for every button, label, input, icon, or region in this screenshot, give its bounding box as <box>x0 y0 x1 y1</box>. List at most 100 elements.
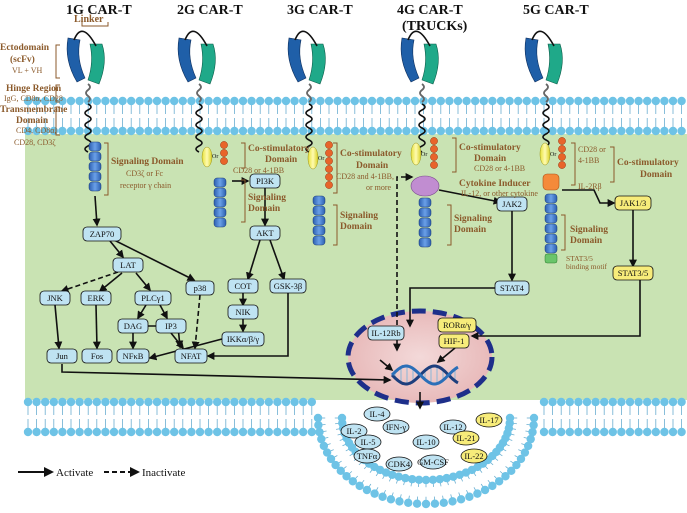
cytokine-inducer-icon <box>410 175 440 197</box>
stat-motif-icon <box>544 253 558 264</box>
label-cd28-2g: CD28 or 4-1BB <box>233 166 284 175</box>
scfv-icon: Or <box>400 30 440 248</box>
label-domain2-5g: Domain <box>570 236 603 246</box>
header-5g: 5G CAR-T <box>523 3 589 18</box>
svg-text:IL-22: IL-22 <box>464 451 483 461</box>
node-dag: DAG <box>117 318 149 334</box>
svg-text:IFN-γ: IFN-γ <box>386 422 407 432</box>
svg-text:Jun: Jun <box>56 351 69 361</box>
node-stat35: STAT3/5 <box>612 265 654 281</box>
svg-text:JAK2: JAK2 <box>502 199 522 209</box>
label-costim-5g: Co-stimulatory <box>617 158 679 168</box>
cytokine-il17: IL-17 <box>475 412 503 428</box>
label-cd28-3g: CD28 and 4-1BB, <box>336 172 394 181</box>
label-cd28-5g-b: 4-1BB <box>578 156 599 165</box>
cytokine-il5: IL-5 <box>354 434 382 450</box>
label-signaling-4g: Signaling <box>454 214 492 224</box>
cytokine-il22: IL-22 <box>460 448 488 464</box>
svg-text:Fos: Fos <box>91 351 103 361</box>
node-pi3k: PI3K <box>249 173 281 189</box>
label-costim-4g: Co-stimulatory <box>459 143 521 153</box>
cytokine-il21: IL-21 <box>452 430 480 446</box>
label-cd28-5g-a: CD28 or <box>578 145 606 154</box>
header-4g: 4G CAR-T <box>397 3 463 18</box>
legend-inactivate: Inactivate <box>142 467 185 479</box>
svg-text:GM-CSF: GM-CSF <box>417 457 449 467</box>
svg-text:PI3K: PI3K <box>256 176 275 186</box>
label-scfv: (scFv) <box>10 54 35 65</box>
node-lat: LAT <box>112 257 144 273</box>
cytokine-gmcsf: GM-CSF <box>417 454 449 470</box>
label-il12: IL-12, or other cytokine <box>461 189 538 198</box>
cytokine-cdk4: CDK4 <box>385 456 413 472</box>
label-costim-2g: Co-stimulatory <box>248 144 310 154</box>
label-domain: Domain <box>16 116 49 126</box>
svg-text:DAG: DAG <box>124 321 142 331</box>
label-cytokine-inducer: Cytokine Inducer <box>459 179 531 189</box>
node-zap70: ZAP70 <box>82 226 122 242</box>
node-rorgt: RORα/γ <box>437 317 477 333</box>
label-domain-5g: Domain <box>640 170 673 180</box>
node-erk: ERK <box>80 290 112 306</box>
label-transmembrane: Transmembrane <box>0 105 67 115</box>
il2rb-icon <box>542 173 560 191</box>
svg-text:HIF-1: HIF-1 <box>444 336 465 346</box>
label-hinge: Hinge Region <box>6 84 62 94</box>
scfv-icon: Or <box>287 30 333 246</box>
label-domain2-2g: Domain <box>248 204 281 214</box>
svg-text:STAT3/5: STAT3/5 <box>618 268 649 278</box>
svg-text:IL-12Rb: IL-12Rb <box>371 328 400 338</box>
node-nfkb: NFκB <box>116 348 150 364</box>
node-akt: AKT <box>249 225 281 241</box>
label-vl-vh: VL + VH <box>12 66 43 75</box>
node-jak13: JAK1/3 <box>614 195 652 211</box>
label-stat-motif-1: STAT3/5 <box>566 254 593 263</box>
svg-text:CDK4: CDK4 <box>388 459 411 469</box>
signal-arrows <box>54 173 641 410</box>
scfv-icon: Or <box>524 30 566 264</box>
domain-labels: Ectodomain (scFv) VL + VH Linker Hinge R… <box>0 14 679 271</box>
label-tm-sub1: CD4, CD8α, <box>16 126 56 135</box>
node-hif1: HIF-1 <box>438 333 470 349</box>
or-label: Or <box>421 152 427 158</box>
node-jnk: JNK <box>39 290 71 306</box>
svg-text:COT: COT <box>235 281 253 291</box>
svg-text:AKT: AKT <box>256 228 274 238</box>
legend-activate: Activate <box>56 467 93 479</box>
svg-text:NFAT: NFAT <box>181 351 202 361</box>
svg-text:IKKα/β/γ: IKKα/β/γ <box>227 334 260 344</box>
header-1g: 1G CAR-T <box>66 3 132 18</box>
header-2g: 2G CAR-T <box>177 3 243 18</box>
cytokine-tnfa: TNFα <box>353 448 381 464</box>
cell-membrane-top <box>23 96 687 136</box>
node-gsk3b: GSK-3β <box>269 278 307 294</box>
svg-text:ZAP70: ZAP70 <box>90 229 115 239</box>
node-plcg1: PLCγ1 <box>134 290 172 306</box>
label-signaling-5g: Signaling <box>570 225 608 235</box>
svg-text:JAK1/3: JAK1/3 <box>620 198 646 208</box>
svg-text:TNFα: TNFα <box>357 451 378 461</box>
node-nfat: NFAT <box>174 348 208 364</box>
node-il12rb: IL-12Rb <box>367 325 405 341</box>
svg-text:LAT: LAT <box>120 260 136 270</box>
svg-text:GSK-3β: GSK-3β <box>274 281 302 291</box>
node-cot: COT <box>227 278 259 294</box>
generation-headers: 1G CAR-T 2G CAR-T 3G CAR-T 4G CAR-T (TRU… <box>66 3 589 34</box>
svg-text:STAT4: STAT4 <box>500 283 525 293</box>
node-stat4: STAT4 <box>494 280 530 296</box>
svg-text:IL-4: IL-4 <box>369 409 385 419</box>
label-domain-4g: Domain <box>474 154 507 164</box>
label-domain2-3g: Domain <box>340 222 373 232</box>
svg-text:IL-21: IL-21 <box>456 433 475 443</box>
cytokine-il12: IL-12 <box>439 419 467 435</box>
svg-text:IL-10: IL-10 <box>416 437 435 447</box>
label-signaling-2g: Signaling <box>248 193 286 203</box>
label-stat-motif-2: binding motif <box>566 262 608 271</box>
label-domain-3g: Domain <box>356 161 389 171</box>
label-costim-3g: Co-stimulatory <box>340 149 402 159</box>
svg-text:NIK: NIK <box>235 307 251 317</box>
svg-text:PLCγ1: PLCγ1 <box>141 293 165 303</box>
